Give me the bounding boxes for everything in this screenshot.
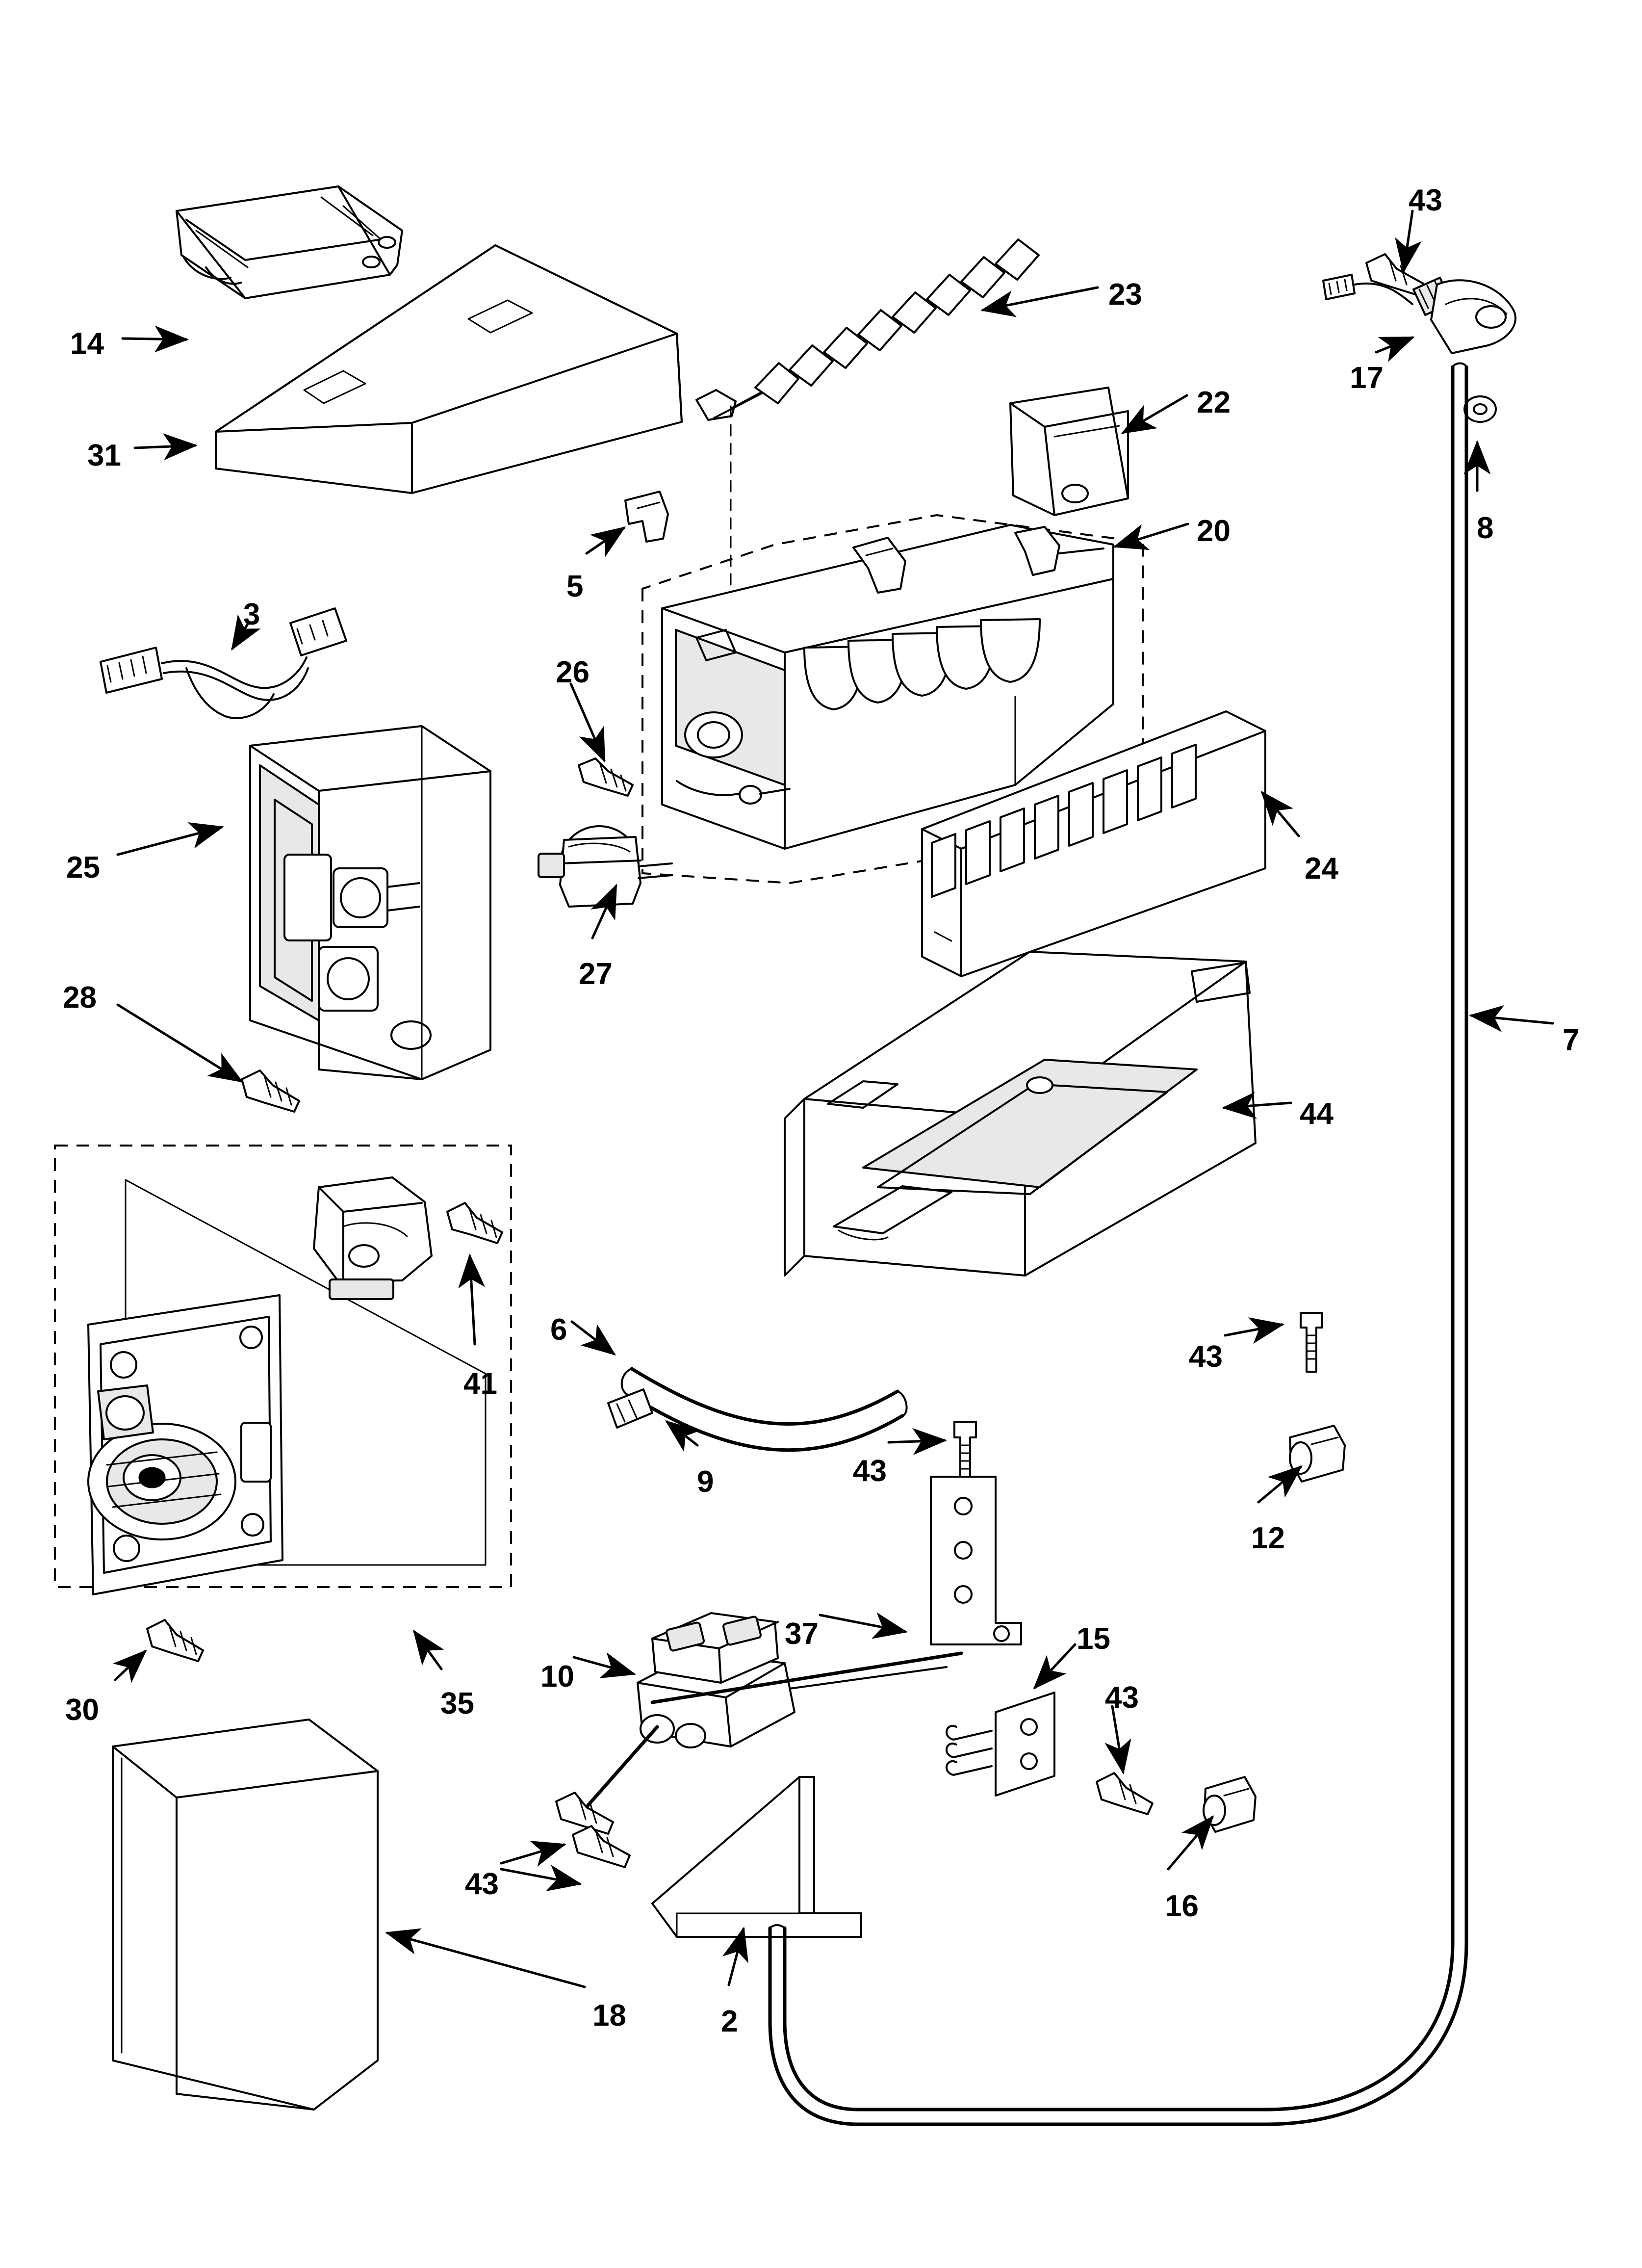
callout-28: 28 xyxy=(63,981,97,1015)
callout-43-b: 43 xyxy=(465,1867,499,1901)
part-30-screw xyxy=(146,1619,204,1662)
callout-9: 9 xyxy=(697,1465,714,1499)
part-28-screw xyxy=(241,1069,300,1113)
callout-24: 24 xyxy=(1305,852,1338,886)
part-5-clip xyxy=(624,491,669,543)
part-14-rail xyxy=(176,185,403,299)
part-31-lid xyxy=(215,244,683,494)
callout-43-e: 43 xyxy=(1409,183,1442,217)
callout-44: 44 xyxy=(1300,1097,1334,1131)
callout-31: 31 xyxy=(87,439,121,472)
part-16-clip xyxy=(1203,1776,1257,1833)
callout-3: 3 xyxy=(243,598,260,631)
part-15-clamp xyxy=(946,1692,1055,1797)
callout-15: 15 xyxy=(1077,1622,1110,1656)
part-22-fill-cup xyxy=(1009,387,1129,516)
part-26-screw xyxy=(578,757,634,797)
callout-7: 7 xyxy=(1563,1023,1580,1057)
part-18-ice-bin xyxy=(112,1719,379,2111)
callout-18: 18 xyxy=(592,1999,626,2033)
part-23-ejector-blade xyxy=(695,238,1040,600)
callout-17: 17 xyxy=(1350,361,1384,395)
part-27-ejector-drive xyxy=(538,825,673,908)
part-24-ice-stripper xyxy=(921,710,1266,977)
callout-43-d: 43 xyxy=(1189,1340,1223,1374)
callout-14: 14 xyxy=(70,327,104,361)
part-2-water-valve-bracket xyxy=(651,1776,862,1938)
leader-lines xyxy=(112,209,1554,1988)
callout-20: 20 xyxy=(1197,514,1231,548)
callout-8: 8 xyxy=(1477,511,1494,545)
callout-43-a: 43 xyxy=(853,1454,887,1488)
part-37-bracket xyxy=(930,1476,1022,1645)
part-35-gear-plate xyxy=(87,1294,283,1595)
callout-35: 35 xyxy=(440,1687,474,1721)
callout-26: 26 xyxy=(556,655,590,689)
callout-22: 22 xyxy=(1197,386,1231,419)
part-41-motor xyxy=(313,1176,433,1300)
part-12-clip xyxy=(1289,1425,1346,1483)
part-3-wire-harness xyxy=(100,607,347,719)
callout-27: 27 xyxy=(579,957,613,991)
part-44-support-bracket xyxy=(784,951,1257,1277)
callout-5: 5 xyxy=(566,570,584,603)
callout-37: 37 xyxy=(785,1617,819,1651)
callout-10: 10 xyxy=(540,1660,574,1694)
callout-43-c: 43 xyxy=(1105,1681,1139,1715)
callout-2: 2 xyxy=(721,2005,738,2038)
callout-25: 25 xyxy=(66,851,100,885)
part-17-fill-tube xyxy=(1322,274,1516,354)
callout-23: 23 xyxy=(1108,278,1142,312)
part-43-screw-a xyxy=(953,1421,977,1481)
callout-6: 6 xyxy=(550,1313,567,1347)
part-8-grommet xyxy=(1463,395,1497,423)
part-25-module-housing xyxy=(249,725,491,1080)
part-43-screw-12 xyxy=(1300,1312,1323,1373)
part-43-screws-lower-left xyxy=(555,1792,631,1868)
callout-12: 12 xyxy=(1251,1521,1285,1555)
callout-16: 16 xyxy=(1165,1889,1199,1923)
part-6-fill-tube xyxy=(607,1367,908,1452)
part-10-water-valve xyxy=(582,1612,963,1812)
part-43-screw-15 xyxy=(1096,1772,1154,1815)
callout-30: 30 xyxy=(65,1693,99,1727)
part-20-icemaker-mold xyxy=(661,524,1114,850)
part-41-screw xyxy=(446,1202,503,1244)
callout-41: 41 xyxy=(463,1367,497,1401)
part-7-water-tubing xyxy=(768,362,1468,2126)
